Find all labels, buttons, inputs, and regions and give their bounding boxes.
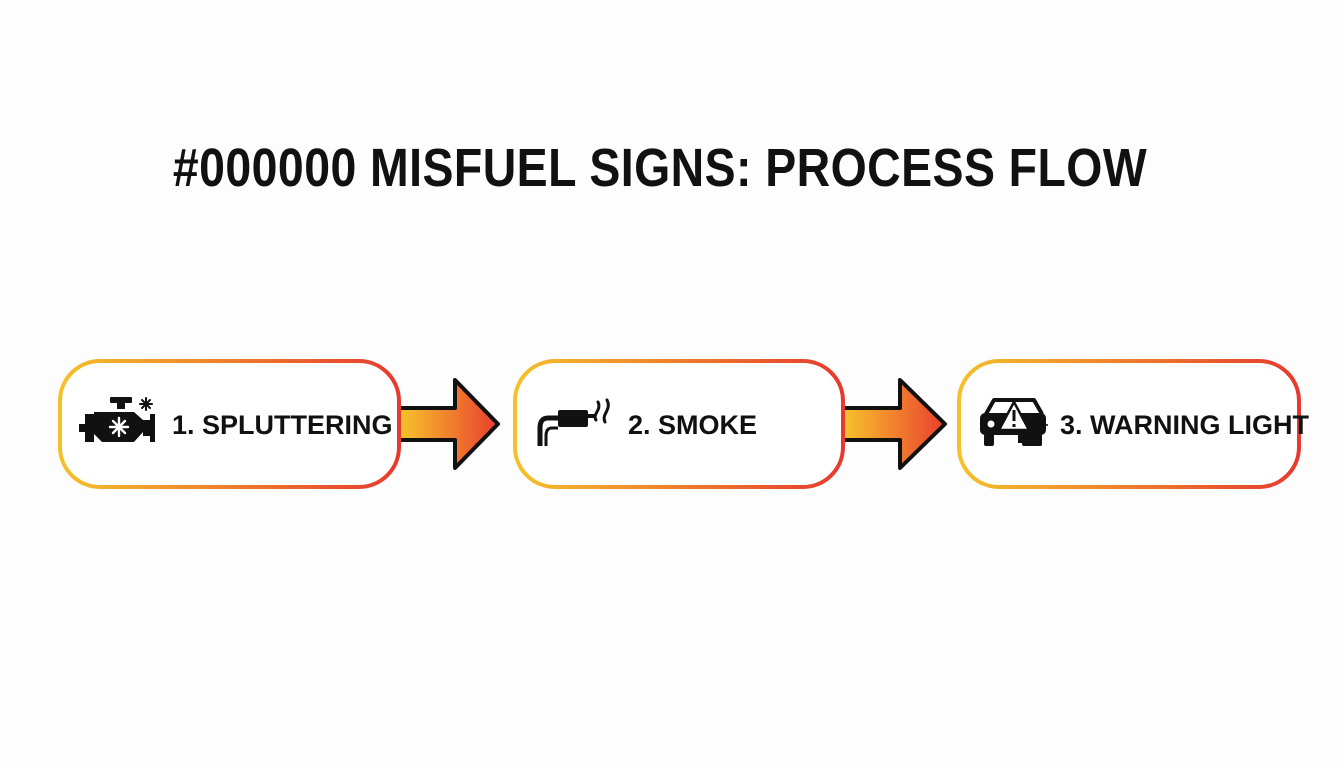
page-title: #000000 MISFUEL SIGNS: PROCESS FLOW [172, 138, 1148, 198]
engine-icon [79, 397, 155, 442]
exhaust-smoke-icon [537, 398, 610, 446]
step-box-warning-light: 3. WARNING LIGHT [957, 359, 1310, 489]
car-warning-icon [980, 398, 1048, 446]
step-label-smoke: 2. SMOKE [628, 410, 757, 440]
connector-arrow-2-3 [840, 378, 947, 470]
step-box-smoke: 2. SMOKE [513, 359, 845, 489]
step-label-warning-light: 3. WARNING LIGHT [1060, 410, 1310, 440]
step-label-spluttering: 1. SPLUTTERING [172, 410, 393, 440]
connector-arrow-1-2 [396, 378, 500, 470]
step-box-spluttering: 1. SPLUTTERING [58, 359, 401, 489]
